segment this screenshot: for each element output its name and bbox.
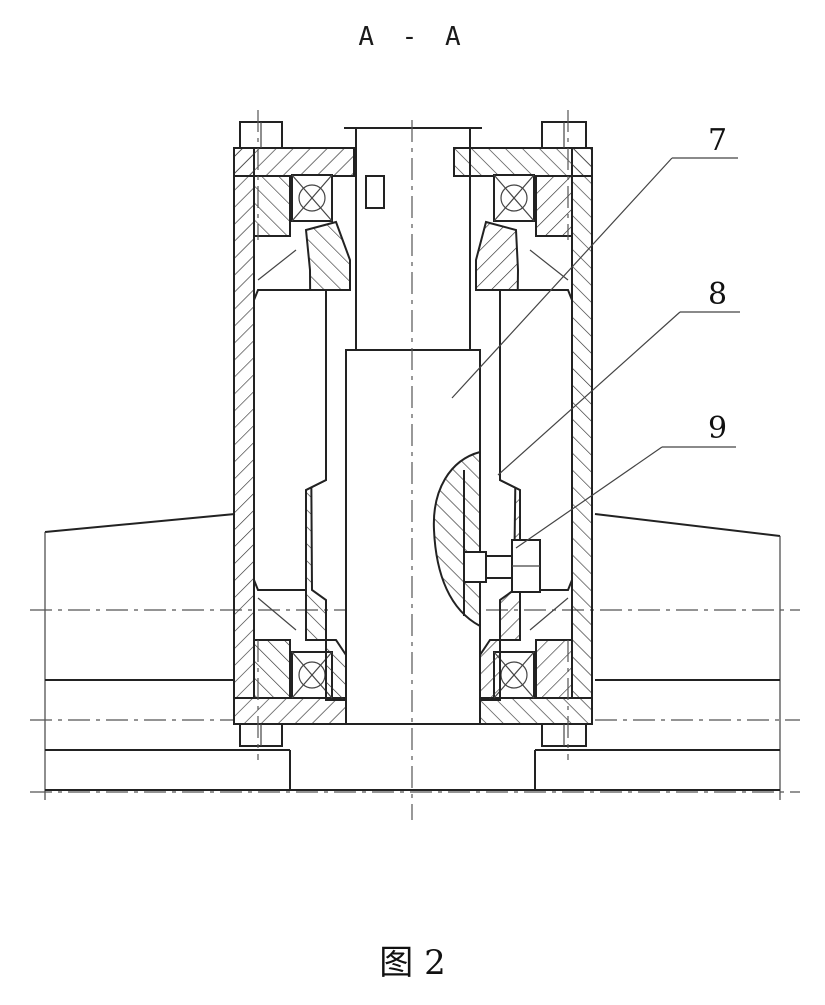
leader-lines: [451, 157, 740, 549]
section-label: A - A: [358, 22, 467, 52]
breakout-detail: [432, 450, 541, 628]
left-sleeve: [253, 220, 351, 701]
callout-8: 8: [708, 277, 727, 312]
left-housing: [233, 121, 355, 747]
callout-7: 7: [708, 123, 727, 158]
callout-9: 9: [708, 411, 727, 446]
right-sleeve: [475, 220, 573, 701]
central-shaft: [257, 110, 569, 820]
figure-caption: 图 2: [379, 943, 446, 983]
base-structure: [30, 513, 800, 800]
right-housing: [453, 121, 593, 747]
